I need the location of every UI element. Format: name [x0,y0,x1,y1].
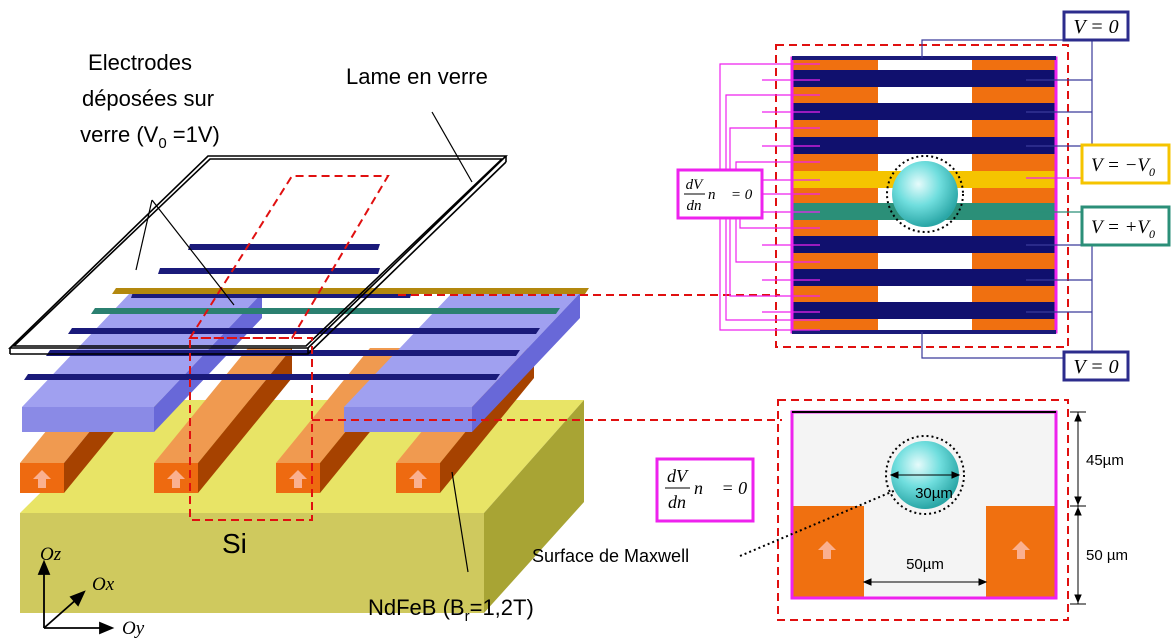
bc-box-neumann: dV dn n⃗ = 0⃗ [676,168,764,220]
svg-text:dn: dn [668,492,686,512]
axis-oy-label: Oy [122,618,145,639]
electrodes-label: déposées sur [82,86,214,111]
up-arrow-icon [1012,541,1030,559]
svg-text:n⃗ = 0⃗: n⃗ = 0⃗ [708,187,764,203]
axis-ox-label: Ox [92,574,115,595]
svg-text:V = 0: V = 0 [1073,16,1118,38]
maxwell-label: Surface de Maxwell [532,546,689,566]
height-top-label: 45µm [1086,452,1124,469]
svg-text:V = 0: V = 0 [1073,356,1118,378]
svg-text:dn: dn [687,198,702,214]
bc-box-neumann: dV dn n⃗ = 0⃗ [655,457,761,523]
glass-slide [8,155,508,355]
electrodes-label: Electrodes [88,50,192,75]
selection-outline [188,175,390,521]
bc-box-minus: V = −V0 [1080,143,1171,185]
axis-oz-label: Oz [40,544,62,565]
bead-icon [892,161,958,227]
selection-outline [777,399,1069,621]
diameter-label: 30µm [915,485,953,502]
maxwell-surface [886,155,964,233]
bc-box-top: V = 0 [1062,10,1130,42]
dimension-gap [862,578,988,586]
svg-text:V = −V0: V = −V0 [1091,155,1155,179]
silicon-label: Si [222,528,247,559]
dimension-height [1070,411,1086,605]
svg-text:V = +V0: V = +V0 [1091,217,1155,241]
svg-text:dV: dV [686,177,705,193]
axis-triad [37,559,115,635]
svg-text:dV: dV [667,466,689,486]
ground-wiring [921,39,1093,359]
boundary-conditions-view: V = 0 V = 0 V = −V0 V = +V0 dV dn n⃗ = 0… [676,10,1171,382]
cross-section-view: 30µm 50µm 45µm 50 µm dV dn n⃗ = 0⃗ [532,399,1128,621]
lame-label: Lame en verre [346,64,488,89]
gap-label: 50µm [906,556,944,573]
maxwell-pointer [739,489,897,557]
bc-box-plus: V = +V0 [1080,205,1171,247]
device-3d-view [8,155,782,613]
up-arrow-icon [818,541,836,559]
svg-text:n⃗ = 0⃗: n⃗ = 0⃗ [694,478,761,498]
ndfeb-label: NdFeB (Br=1,2T) [368,595,534,625]
bc-box-bottom: V = 0 [1062,350,1130,382]
pointer-lines [135,111,473,573]
dimension-diameter [889,471,961,479]
electrodes-label: verre (V0 =1V) [80,122,220,152]
height-bottom-label: 50 µm [1086,547,1128,564]
maxwell-surface [885,435,965,515]
